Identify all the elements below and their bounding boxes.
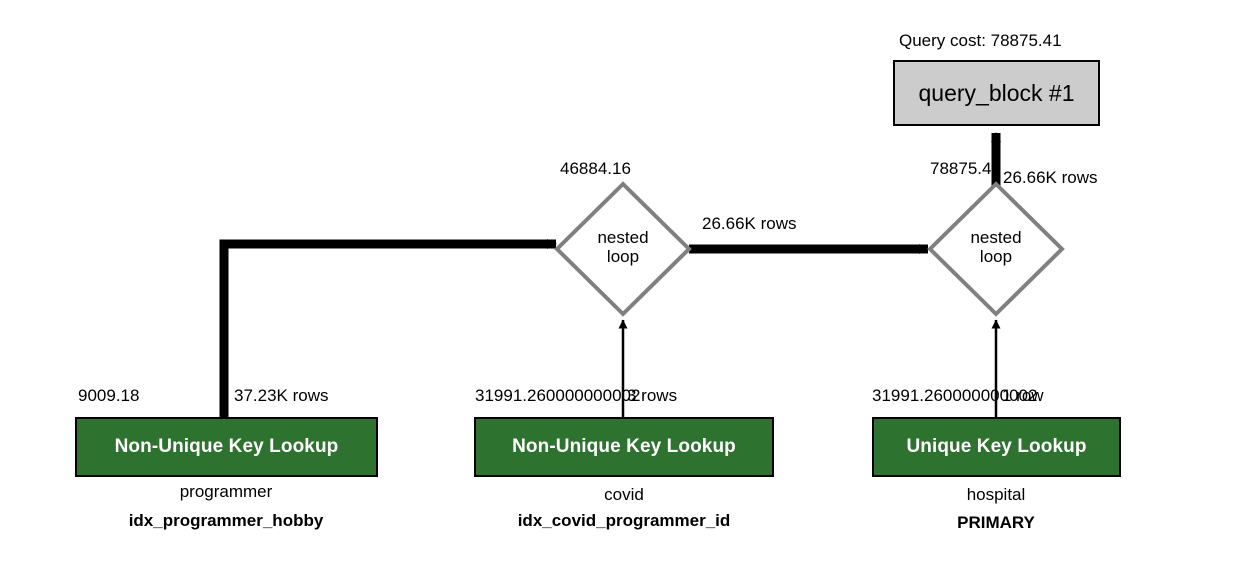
nested-loop-1-text-line2: loop	[606, 247, 640, 267]
programmer-lookup-node[interactable]: Non-Unique Key Lookup	[75, 417, 378, 477]
covid-lookup-node[interactable]: Non-Unique Key Lookup	[474, 417, 774, 477]
programmer-cost-label: 9009.18	[78, 386, 140, 405]
covid-table-label: covid	[604, 485, 644, 504]
nested-loop-1-cost-label: 46884.16	[560, 159, 631, 178]
covid-access-label: Non-Unique Key Lookup	[512, 436, 736, 457]
nested-loop-2-text-line2: loop	[979, 247, 1013, 267]
nested-loop-1-shape[interactable]	[554, 181, 692, 317]
programmer-index-label: idx_programmer_hobby	[128, 511, 324, 530]
programmer-access-label: Non-Unique Key Lookup	[114, 436, 339, 457]
hospital-index-label: PRIMARY	[957, 513, 1035, 532]
programmer-rows-label: 37.23K rows	[234, 386, 329, 405]
hospital-table-label: hospital	[966, 485, 1026, 504]
hospital-access-label: Unique Key Lookup	[906, 436, 1087, 457]
covid-index-label: idx_covid_programmer_id	[517, 511, 731, 530]
nested-loop-1-text: nested loop	[597, 228, 648, 266]
query-cost-label: Query cost: 78875.41	[899, 31, 1062, 50]
programmer-table-label: programmer	[179, 482, 273, 501]
covid-cost-label: 31991.260000000002	[475, 386, 641, 405]
nested-loop-2-rows-label: 26.66K rows	[1003, 168, 1098, 187]
nested-loop-2-cost-label: 78875.41	[930, 159, 1001, 178]
hospital-lookup-node[interactable]: Unique Key Lookup	[872, 417, 1121, 477]
nested-loop-2-shape[interactable]	[927, 181, 1065, 317]
nested-loop-2-text-line1: nested	[970, 228, 1022, 247]
query-block-label: query_block #1	[918, 79, 1075, 106]
hospital-rows-label: 1 row	[1002, 386, 1044, 405]
covid-rows-label: 3 rows	[627, 386, 678, 405]
edge-programmer-to-nested-loop-1	[219, 239, 557, 417]
hospital-cost-label: 31991.260000000002	[872, 386, 1038, 405]
nested-loop-1-text-line1: nested	[597, 228, 649, 247]
nested-loop-2-text: nested loop	[970, 228, 1021, 266]
query-block-node[interactable]: query_block #1	[893, 60, 1100, 126]
nested-loop-1-rows-label: 26.66K rows	[702, 214, 797, 233]
